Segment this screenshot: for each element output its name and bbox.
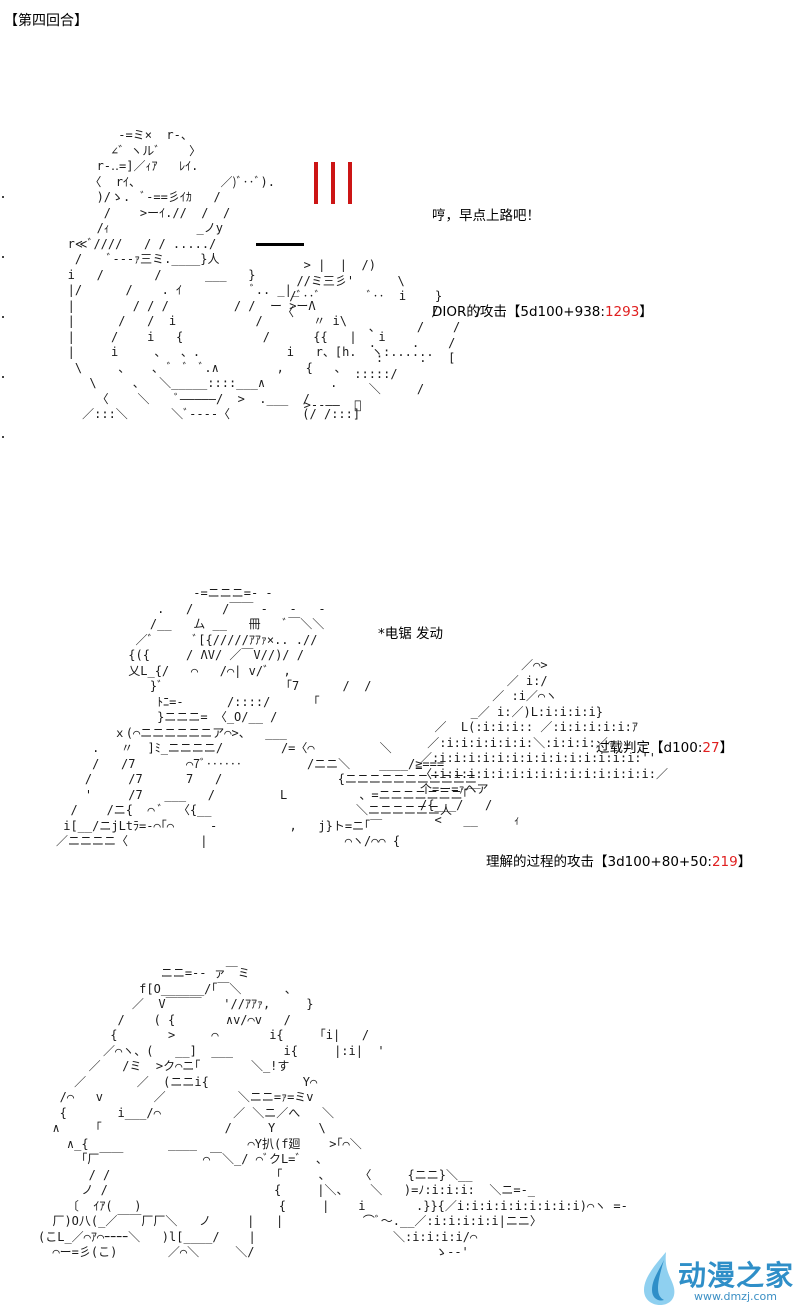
margin-dot <box>2 376 4 378</box>
ascii-art-panel2-left: -=ニニニ=- - . / /￣￣ - - - /__ ム __ 冊 ﾞ￣＼＼ … <box>56 586 481 848</box>
water-drop-icon <box>644 1252 675 1305</box>
attack-value: 219 <box>711 854 738 870</box>
site-logo: 动漫之家 www.dmzj.com <box>634 1242 800 1314</box>
ascii-art-panel1-right: > | | /) //ミ三彡' \ /ﾞ‥ﾞ ﾞ‥ i } 〈 / / 、 / … <box>282 258 482 412</box>
dialogue-line: 哼，早点上路吧！ <box>432 208 540 224</box>
margin-dot <box>2 436 4 438</box>
attack-end: 】 <box>639 304 653 320</box>
logo-url: www.dmzj.com <box>694 1290 777 1303</box>
dior-attack-line: DIOR的攻击【5d100+938:1293】 <box>432 300 653 320</box>
ascii-art-panel1-left: -=ミ× r‐、 ∠゛ヽルﾞ 〉 r‐‥=]／ｨｱ ﾚｲ. 〈 rｲ、 ／)ﾞ‥… <box>67 128 434 421</box>
check-value: 27 <box>702 740 720 756</box>
skill-line: *电锯 发动 <box>378 626 444 642</box>
attack-label: 理解的过程的攻击【3d100+80+50: <box>486 854 712 870</box>
red-mark <box>348 162 352 204</box>
ascii-art-panel3: ニニ=-‐ ァ￣ミ f[O______/｢￣＼ 、 ／ V￣￣￣ '//ｱｱｧ,… <box>38 966 628 1259</box>
red-mark <box>314 162 318 204</box>
overload-check-line: 过载判定【d100:27】 <box>596 736 733 756</box>
red-mark <box>331 162 335 204</box>
margin-dot <box>2 196 4 198</box>
margin-dot <box>2 256 4 258</box>
attack-label: DIOR的攻击【5d100+938: <box>432 304 605 320</box>
attack-end: 】 <box>737 854 752 870</box>
ascii-art-panel2-right: ／⌒> ／ i:/ ／ :i／⌒ヽ _／ i:／)L:i:i:i:i} ／ L(… <box>420 658 668 827</box>
process-attack-line: 理解的过程的攻击【3d100+80+50:219】 <box>486 850 751 870</box>
attack-value: 1293 <box>604 304 640 320</box>
margin-dot <box>2 316 4 318</box>
check-end: 】 <box>719 740 734 756</box>
check-label: 过载判定【d100: <box>596 740 703 756</box>
blade-stroke <box>256 243 304 246</box>
logo-name: 动漫之家 <box>678 1259 795 1292</box>
chapter-title: 【第四回合】 <box>4 13 88 29</box>
